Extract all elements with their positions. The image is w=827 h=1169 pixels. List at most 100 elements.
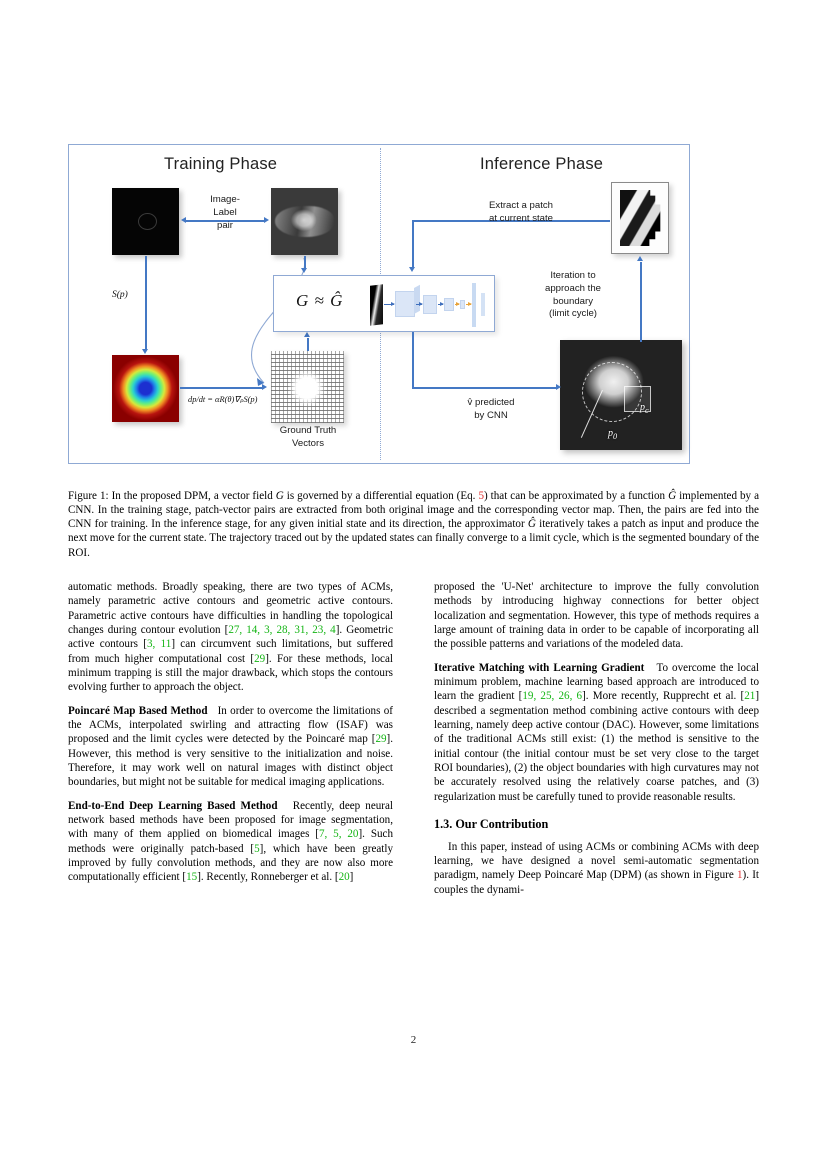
caption-eq-ref: 5 xyxy=(478,490,484,502)
patch-extract-arrow xyxy=(409,267,415,272)
ground-truth-vectors-label: Ground Truth Vectors xyxy=(279,425,337,449)
cnn-conv-block-3 xyxy=(444,298,454,311)
caption-g1: G xyxy=(275,490,284,502)
mri-tissue-band xyxy=(275,206,334,237)
caption-part2: is governed by a differential equation (… xyxy=(283,490,479,502)
patch-extract-line-v xyxy=(412,220,414,268)
cnn-conv-block-4 xyxy=(460,300,465,309)
ground-truth-vector-field xyxy=(271,351,344,423)
cnn-input-patch xyxy=(370,284,383,326)
image-label-arrow-line xyxy=(186,220,264,222)
cnn-out-line-h xyxy=(412,387,558,389)
iteration-line-v xyxy=(640,262,642,342)
mri-to-cnn-arrow xyxy=(301,268,307,273)
iteration-boundary-label: Iteration to approach the boundary (limi… xyxy=(544,270,601,320)
point-pc-label: pc xyxy=(640,402,649,415)
left-p3-d: ]. Recently, Ronneberger et al. [ xyxy=(197,871,339,884)
cnn-arrow-1 xyxy=(384,302,395,307)
patch-stack-layers xyxy=(620,190,661,246)
limit-cycle-contour xyxy=(582,362,642,422)
figure-1: Training Phase Inference Phase Image- La… xyxy=(68,144,690,464)
dynamics-equation: dp/dt = αR(θ)∇ₚS(p) xyxy=(188,395,258,404)
cnn-fc-layer-2 xyxy=(481,293,485,316)
original-mri-image xyxy=(271,188,338,255)
page-number: 2 xyxy=(410,1034,417,1046)
cnn-arrow-4 xyxy=(455,302,460,307)
vectors-to-cnn-line xyxy=(307,338,309,351)
image-label-arrow-left xyxy=(181,217,186,224)
mri-to-cnn-line xyxy=(304,256,306,269)
left-paragraph-2: Poincaré Map Based Method In order to ov… xyxy=(68,704,393,790)
left-p3-e: ] xyxy=(349,871,354,884)
figure-caption: Figure 1: In the proposed DPM, a vector … xyxy=(68,489,759,560)
poincare-method-heading: Poincaré Map Based Method xyxy=(68,704,208,717)
cnn-conv-block-1 xyxy=(395,291,415,317)
label-mask-image xyxy=(112,188,179,255)
left-p1-c: ] can circumvent such limitations, but s… xyxy=(68,638,394,665)
label-to-heatmap-arrow xyxy=(142,349,148,354)
right-p2-b: ]. More recently, Rupprecht et al. [ xyxy=(582,690,745,703)
right-p2-citations-1: 19, 25, 26, 6 xyxy=(522,690,583,703)
right-p2-citations-2: 21 xyxy=(744,690,756,703)
right-paragraph-2: Iterative Matching with Learning Gradien… xyxy=(434,661,759,804)
caption-part5: iteratively takes a patch as input and p… xyxy=(68,518,759,559)
caption-part1: In the proposed DPM, a vector field xyxy=(108,490,276,502)
left-p3-c: ], which have been greatly improved by f… xyxy=(68,842,394,884)
cnn-fc-layer-1 xyxy=(472,283,476,327)
right-paragraph-1: proposed the 'U-Net' architecture to imp… xyxy=(434,581,759,651)
left-paragraph-1: automatic methods. Broadly speaking, the… xyxy=(68,580,393,695)
section-heading-our-contribution: 1.3. Our Contribution xyxy=(434,816,549,831)
body-right-column: proposed the 'U-Net' architecture to imp… xyxy=(434,580,759,906)
cnn-arrow-3 xyxy=(438,302,444,307)
point-p0-label: p0 xyxy=(608,428,618,441)
left-p2-a: In order to overcome the limitations of … xyxy=(68,704,393,746)
current-patch-box xyxy=(624,386,651,412)
iteration-arrow xyxy=(637,256,643,261)
v-predicted-label: v̂ predicted by CNN xyxy=(467,397,515,421)
right-paragraph-3: In this paper, instead of using ACMs or … xyxy=(434,840,759,897)
left-paragraph-3: End-to-End Deep Learning Based Method Re… xyxy=(68,799,393,885)
right-p3-figure-ref: 1 xyxy=(736,869,743,882)
caption-g2: Ĝ xyxy=(668,490,677,502)
vectors-to-cnn-arrow xyxy=(304,332,310,337)
heatmap-to-vectors-line xyxy=(180,387,262,389)
left-p3-citations-3: 15 xyxy=(186,871,198,884)
cnn-equation-text: G ≈ Ĝ xyxy=(296,291,344,310)
label-contour-ring xyxy=(137,213,157,231)
image-label-arrow-right xyxy=(264,217,269,224)
cnn-arrow-5 xyxy=(466,302,472,307)
right-p2-a: To overcome the local minimum problem, m… xyxy=(434,661,759,703)
distance-field-heatmap xyxy=(112,355,179,422)
caption-part4: implemented by a CNN. In the training st… xyxy=(68,490,760,531)
right-p2-c: ] described a segmentation method combin… xyxy=(434,690,760,803)
cnn-out-line-v xyxy=(412,332,414,387)
body-left-column: automatic methods. Broadly speaking, the… xyxy=(68,580,393,894)
training-phase-title: Training Phase xyxy=(164,155,278,173)
iterative-matching-heading: Iterative Matching with Learning Gradien… xyxy=(434,661,645,674)
left-p1-b: ]. Geometric active contours [ xyxy=(68,623,394,651)
left-p1-d: ]. For these methods, local minimum trap… xyxy=(68,652,393,694)
caption-g3: Ĝ xyxy=(527,518,536,531)
left-p3-citations-1: 7, 5, 20 xyxy=(318,828,359,841)
left-p3-citations-4: 20 xyxy=(338,871,350,884)
cnn-out-arrow xyxy=(556,384,561,391)
caption-part3: ) that can be approximated by a function xyxy=(484,490,669,502)
left-p3-b: ]. Such methods were originally patch-ba… xyxy=(68,828,394,855)
left-p3-a: Recently, deep neural network based meth… xyxy=(68,799,393,841)
left-p1-a: automatic methods. Broadly speaking, the… xyxy=(68,581,393,636)
extracted-patch-stack xyxy=(611,182,669,254)
caption-prefix: Figure 1: xyxy=(68,490,109,502)
cnn-approximator-box: G ≈ Ĝ xyxy=(273,275,495,332)
end-to-end-method-heading: End-to-End Deep Learning Based Method xyxy=(68,799,278,812)
heatmap-to-vectors-arrow xyxy=(262,384,267,391)
left-p3-citations-2: 5 xyxy=(254,842,260,855)
right-p3-b: ). It couples the dynami- xyxy=(434,869,759,896)
patch-extract-line-h xyxy=(412,220,610,222)
right-p3-a: In this paper, instead of using ACMs or … xyxy=(434,840,759,882)
cnn-arrow-2 xyxy=(416,302,423,307)
inference-phase-title: Inference Phase xyxy=(480,155,604,173)
extract-patch-label: Extract a patch at current state xyxy=(489,200,553,224)
label-to-heatmap-line xyxy=(145,256,147,349)
left-p1-citations-1: 27, 14, 3, 28, 31, 23, 4 xyxy=(228,623,336,636)
